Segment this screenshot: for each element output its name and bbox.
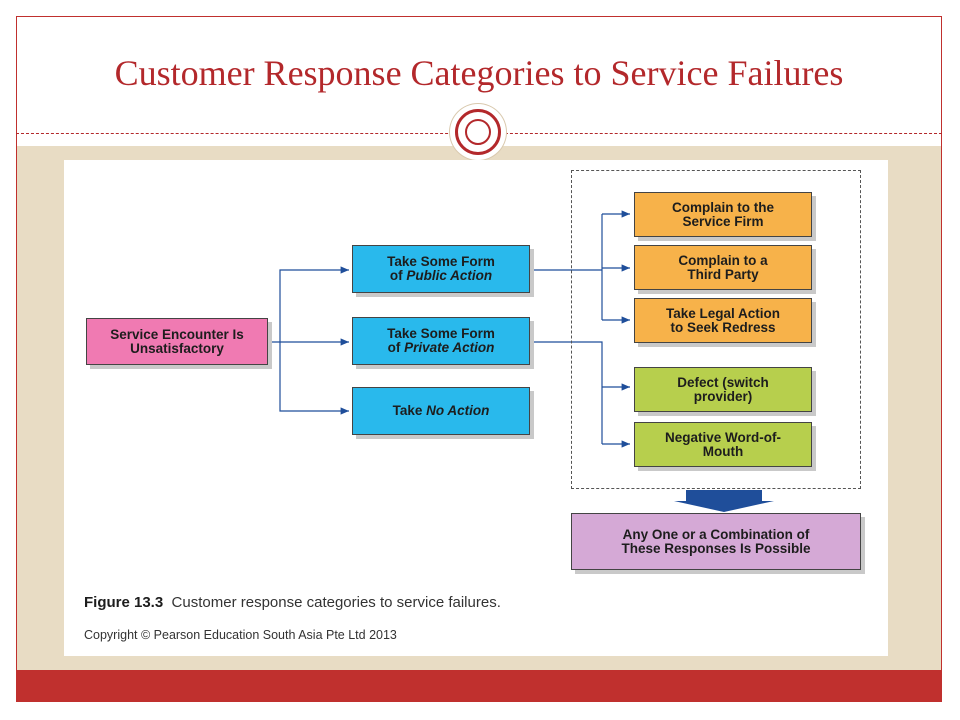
outcome-line2: These Responses Is Possible [621,540,811,556]
slide-frame [16,16,942,702]
action-public-emphasis: Public Action [406,268,493,283]
connector-lines [268,210,774,512]
action-private-line1: Take Some Form [387,326,495,341]
figure-caption-text: Customer response categories to service … [171,594,501,611]
figure-caption: Figure 13.3 Customer response categories… [84,594,501,611]
figure-panel: Service Encounter Is Unsatisfactory Take… [64,160,888,656]
response-wom-line1: Negative Word-of- [664,429,781,445]
response-complain-firm-line1: Complain to the [672,199,774,215]
action-none-emphasis: No Action [426,403,490,418]
action-public-line1: Take Some Form [387,254,495,269]
action-none-prefix: Take [392,403,427,418]
response-wom-line2: Mouth [702,443,744,459]
response-defect-line1: Defect (switch [677,374,769,390]
action-private-emphasis: Private Action [404,340,495,355]
response-negative-wom: Negative Word-of-Mouth [634,422,812,467]
response-third-party-line2: Third Party [687,266,759,282]
responses-dashed-group [571,170,861,489]
figure-caption-label: Figure 13.3 [84,594,164,611]
response-defect-line2: provider) [693,388,753,404]
action-node-none: Take No Action [352,387,530,435]
response-legal-line1: Take Legal Action [665,305,781,321]
divider-ring-ornament [455,109,501,155]
connector-root-none [279,342,349,415]
root-node-label: Service Encounter Is Unsatisfactory [110,326,244,356]
outcome-line1: Any One or a Combination of [622,526,810,542]
action-public-prefix: of [389,268,407,283]
response-complain-firm-line2: Service Firm [682,213,764,229]
response-third-party-line1: Complain to a [678,252,768,268]
slide-title: Customer Response Categories to Service … [114,53,844,93]
connector-private-spine [530,341,603,444]
connector-root-public [268,266,349,343]
figure-copyright: Copyright © Pearson Education South Asia… [84,628,397,642]
response-legal-line2: to Seek Redress [670,319,776,335]
outcome-down-arrow [674,490,774,512]
action-private-prefix: of [387,340,405,355]
root-node: Service Encounter Is Unsatisfactory [86,318,268,365]
footer-accent-bar [17,670,941,701]
